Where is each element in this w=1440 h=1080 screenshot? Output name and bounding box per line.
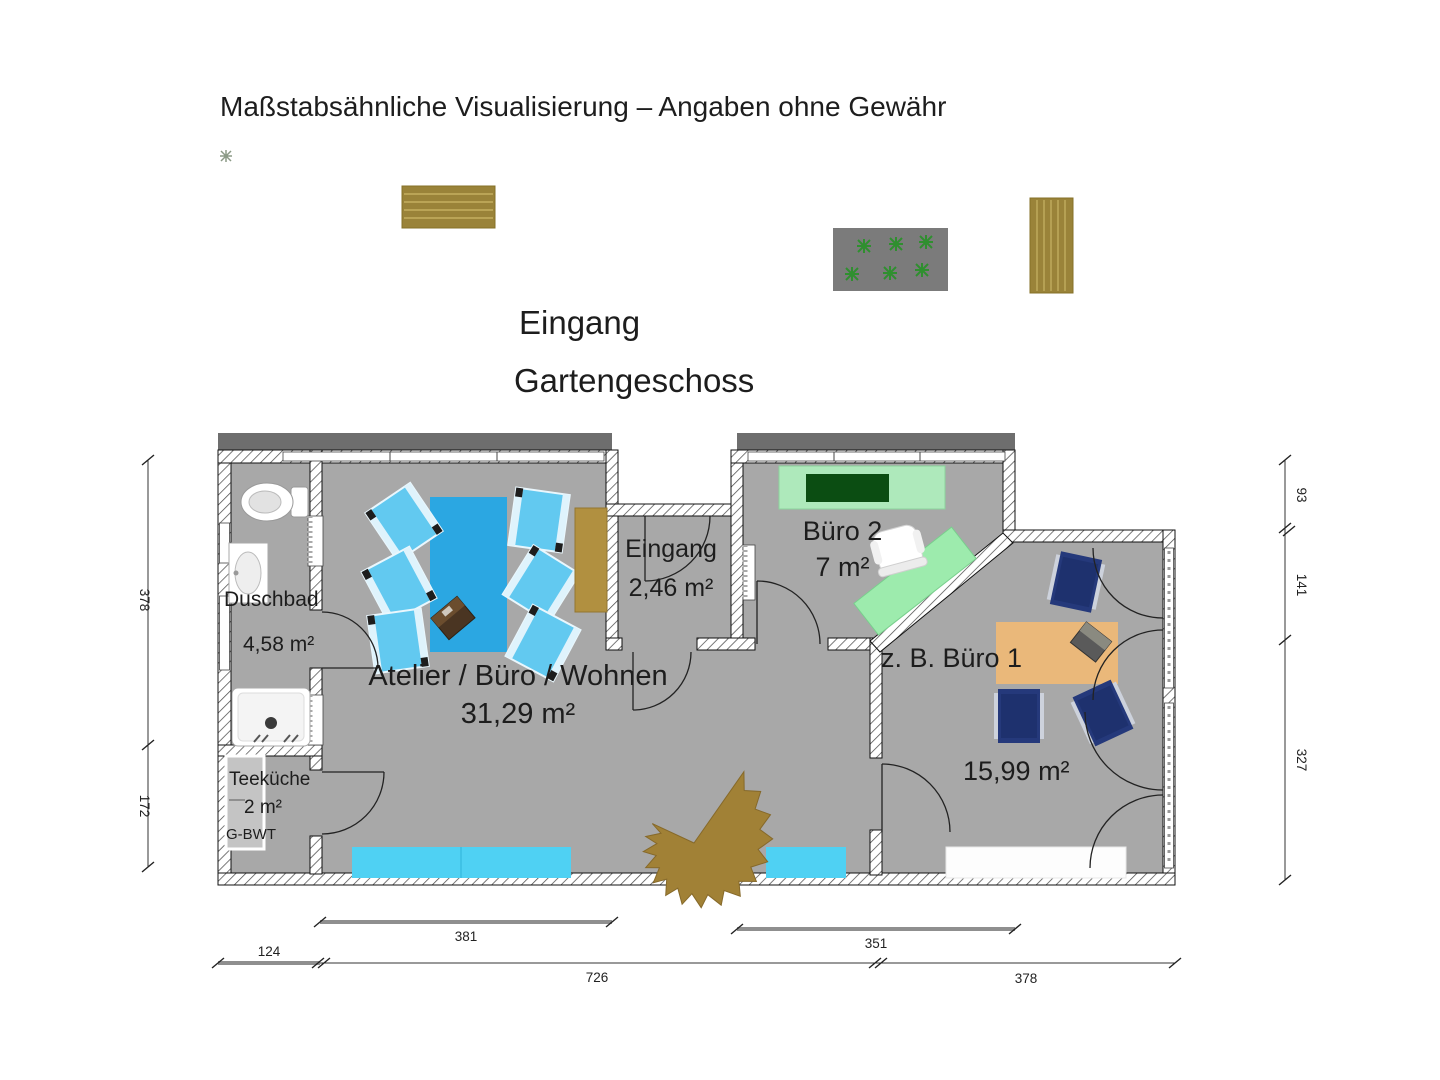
room-area-buero1: 15,99 m² bbox=[963, 756, 1070, 786]
room-label-atelier: Atelier / Büro / Wohnen bbox=[368, 660, 668, 692]
dim-bottom-381: 381 bbox=[455, 929, 478, 944]
dim-left-172: 172 bbox=[137, 795, 152, 818]
plant-bed bbox=[833, 228, 948, 291]
dim-right-141: 141 bbox=[1294, 574, 1309, 597]
room-label-duschbad: Duschbad bbox=[224, 588, 319, 611]
laptop-icon bbox=[430, 595, 476, 641]
chair-navy-2 bbox=[994, 689, 1044, 743]
room-label-buero1: z. B. Büro 1 bbox=[881, 643, 1023, 673]
dim-right-327: 327 bbox=[1294, 749, 1309, 772]
terrace-deck-horizontal bbox=[401, 185, 496, 229]
room-area-buero2: 7 m² bbox=[815, 552, 870, 582]
kitchenette-counter bbox=[224, 754, 266, 851]
disclaimer-title: Maßstabsähnliche Visualisierung – Angabe… bbox=[220, 91, 947, 122]
sideboard-cyan bbox=[352, 847, 571, 878]
exterior-bar-left bbox=[218, 433, 612, 452]
spiral-staircase bbox=[642, 770, 774, 909]
mat-cyan bbox=[766, 847, 846, 878]
shower-icon bbox=[231, 687, 311, 747]
laptop-icon-2 bbox=[1069, 621, 1113, 663]
office-chair-white bbox=[870, 524, 928, 578]
dim-left-378: 378 bbox=[137, 589, 152, 612]
sink-icon bbox=[228, 542, 269, 604]
room-area-teekueche: 2 m² bbox=[244, 797, 282, 818]
dim-bottom-351: 351 bbox=[865, 936, 888, 951]
room-label-eingang: Eingang bbox=[625, 535, 717, 563]
dim-bottom-124: 124 bbox=[258, 944, 281, 959]
room-note-gbwt: G-BWT bbox=[226, 826, 276, 843]
exterior-bar-right bbox=[737, 433, 1015, 452]
plant-sprig-icon bbox=[220, 150, 232, 162]
rug-white bbox=[945, 846, 1127, 879]
dim-right-93: 93 bbox=[1294, 487, 1309, 502]
toilet-icon bbox=[240, 482, 309, 522]
radiator-icons bbox=[307, 515, 756, 746]
windows bbox=[219, 451, 1174, 869]
cabinet bbox=[574, 507, 608, 613]
room-area-atelier: 31,29 m² bbox=[460, 698, 576, 730]
room-label-buero2: Büro 2 bbox=[802, 516, 883, 546]
sideboard-green bbox=[778, 465, 946, 510]
dimension-lines: 378 172 93 141 327 381 351 bbox=[137, 454, 1309, 986]
doors bbox=[321, 515, 1164, 869]
terrace-deck-vertical bbox=[1029, 197, 1074, 294]
plant-icons bbox=[845, 235, 933, 281]
dim-bottom-726: 726 bbox=[586, 970, 609, 985]
room-area-eingang: 2,46 m² bbox=[628, 574, 714, 602]
dim-bottom-378: 378 bbox=[1015, 971, 1038, 986]
room-label-teekueche: Teeküche bbox=[229, 769, 311, 790]
heading-floor: Gartengeschoss bbox=[514, 362, 755, 399]
heading-entrance: Eingang bbox=[519, 304, 641, 341]
room-area-duschbad: 4,58 m² bbox=[243, 633, 315, 656]
